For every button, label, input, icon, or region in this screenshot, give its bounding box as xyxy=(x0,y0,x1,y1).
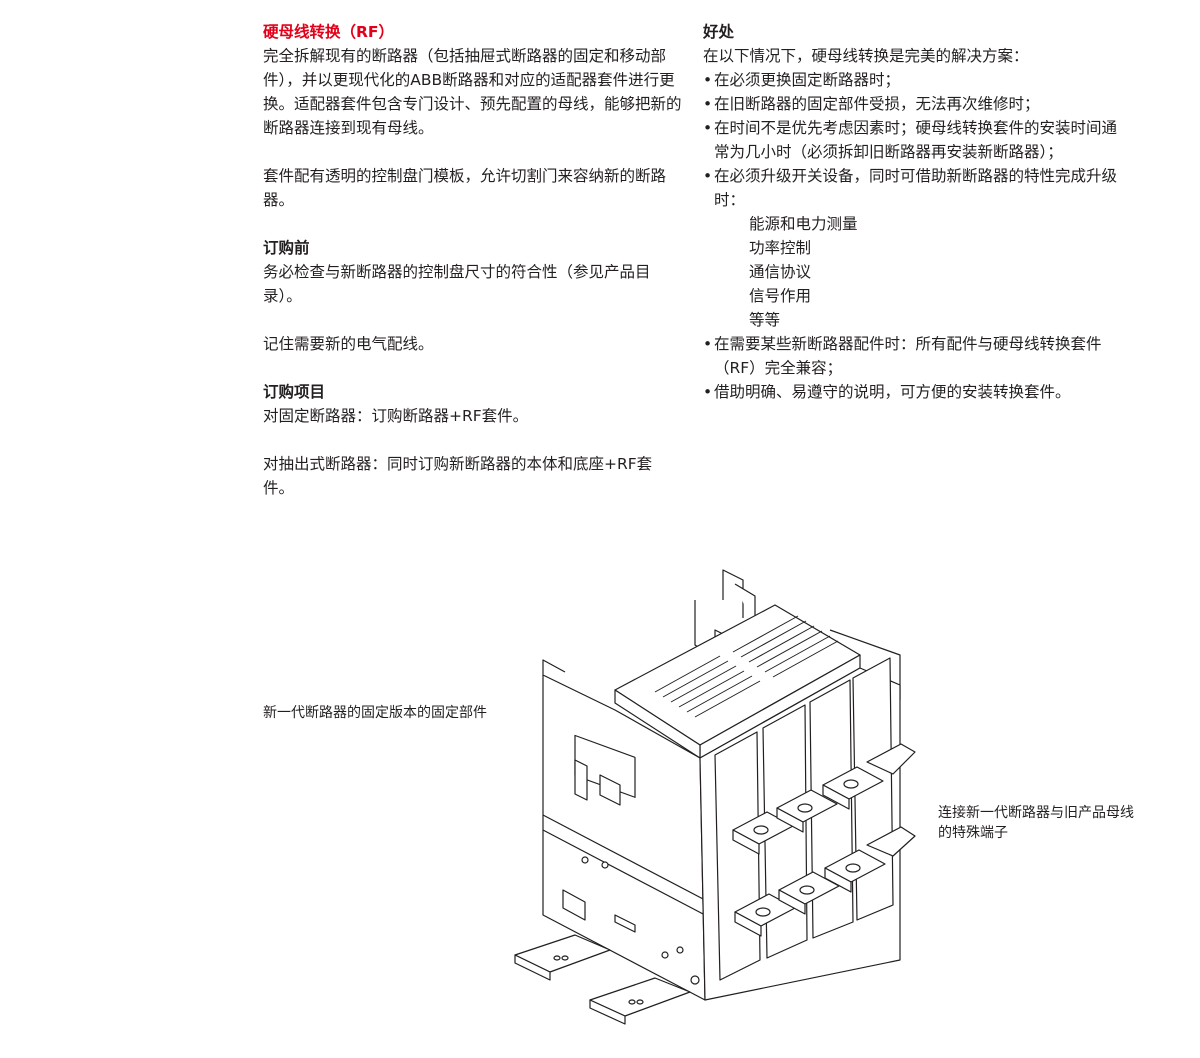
list-item: 在必须升级开关设备，同时可借助新断路器的特性完成升级时： xyxy=(703,164,1118,212)
list-item: 在需要某些新断路器配件时：所有配件与硬母线转换套件（RF）完全兼容； xyxy=(703,332,1118,380)
list-item: 能源和电力测量 xyxy=(749,215,858,233)
terminal-pads-group xyxy=(732,743,916,937)
list-item: 通信协议 xyxy=(749,263,812,281)
left-column: 硬母线转换（RF） 完全拆解现有的断路器（包括抽屉式断路器的固定和移动部件），并… xyxy=(263,20,683,500)
list-item: 在时间不是优先考虑因素时；硬母线转换套件的安装时间通常为几小时（必须拆卸旧断路器… xyxy=(703,116,1118,164)
list-item: 在必须更换固定断路器时； xyxy=(703,68,1118,92)
list-item: 借助明确、易遵守的说明，可方便的安装转换套件。 xyxy=(703,380,1118,404)
figure-caption-fixed-part: 新一代断路器的固定版本的固定部件 xyxy=(263,705,487,721)
list-item: 信号作用 xyxy=(749,287,812,305)
benefits-title: 好处 xyxy=(703,23,735,41)
right-column: 好处 在以下情况下，硬母线转换是完美的解决方案： 在必须更换固定断路器时； 在旧… xyxy=(703,20,1118,404)
section-title-rf: 硬母线转换（RF） xyxy=(263,23,395,41)
list-item: 功率控制 xyxy=(749,239,812,257)
list-item: 等等 xyxy=(749,311,781,329)
vent-slots-group xyxy=(654,615,839,718)
before-order-title: 订购前 xyxy=(263,239,310,257)
upgrade-features-list: 能源和电力测量 功率控制 通信协议 信号作用 等等 xyxy=(703,212,1118,332)
before-order-text: 务必检查与新断路器的控制盘尺寸的符合性（参见产品目录）。 xyxy=(263,263,651,305)
template-note: 套件配有透明的控制盘门模板，允许切割门来容纳新的断路器。 xyxy=(263,167,667,209)
order-fixed-text: 对固定断路器：订购断路器+RF套件。 xyxy=(263,407,529,425)
list-item: 在旧断路器的固定部件受损，无法再次维修时； xyxy=(703,92,1118,116)
base-bars-group xyxy=(514,934,691,1025)
benefits-intro: 在以下情况下，硬母线转换是完美的解决方案： xyxy=(703,47,1029,65)
intro-paragraph: 完全拆解现有的断路器（包括抽屉式断路器的固定和移动部件），并以更现代化的ABB断… xyxy=(263,47,682,137)
order-withdrawable-text: 对抽出式断路器：同时订购新断路器的本体和底座+RF套件。 xyxy=(263,455,653,497)
order-items-title: 订购项目 xyxy=(263,383,326,401)
wiring-note: 记住需要新的电气配线。 xyxy=(263,335,434,353)
benefits-list-continued: 在需要某些新断路器配件时：所有配件与硬母线转换套件（RF）完全兼容； 借助明确、… xyxy=(703,332,1118,404)
figure-caption-terminals: 连接新一代断路器与旧产品母线的特殊端子 xyxy=(938,805,1134,841)
benefits-list: 在必须更换固定断路器时； 在旧断路器的固定部件受损，无法再次维修时； 在时间不是… xyxy=(703,68,1118,212)
breaker-illustration xyxy=(514,569,916,1025)
